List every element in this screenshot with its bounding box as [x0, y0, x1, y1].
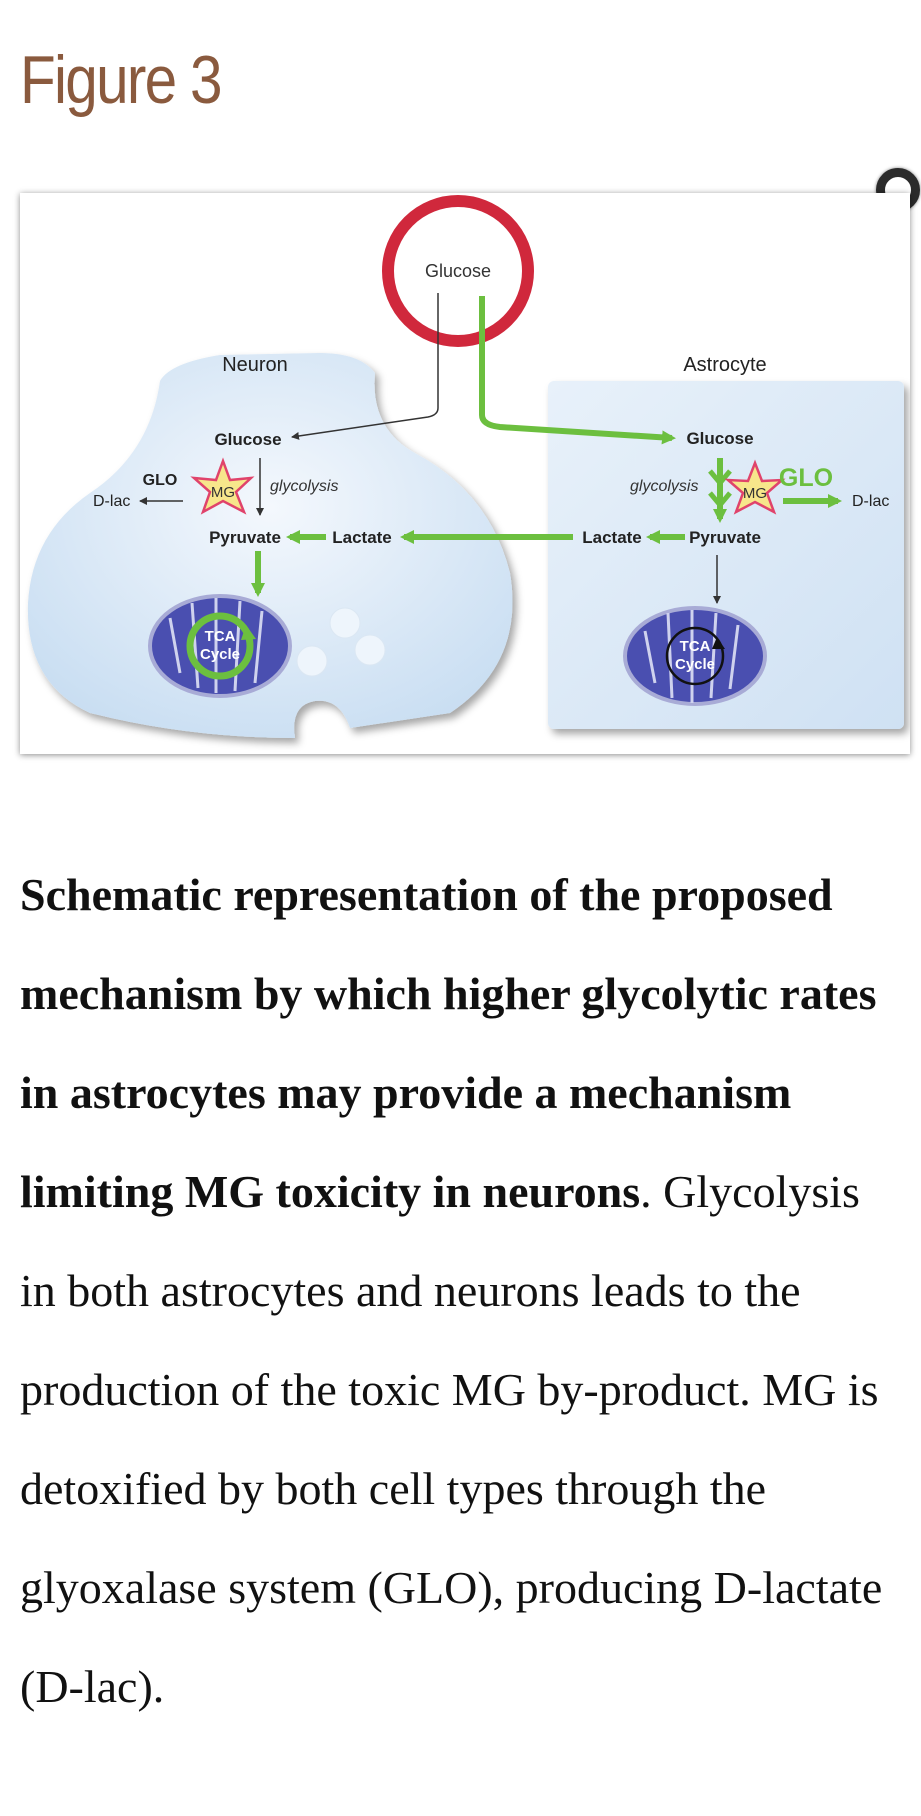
figure-caption: Schematic representation of the proposed… [20, 845, 905, 1736]
glucose-to-astrocyte-arrow [479, 296, 676, 445]
neuron-glucose: Glucose [214, 430, 281, 449]
neuron-lactate: Lactate [332, 528, 392, 547]
neuron-mitochondrion: TCA Cycle [148, 594, 292, 698]
astrocyte-label: Astrocyte [683, 354, 766, 376]
astrocyte-pyruvate: Pyruvate [689, 528, 761, 547]
neuron-mg-star [190, 457, 255, 515]
neuron-glo: GLO [143, 472, 178, 489]
astrocyte-glycolysis-label: glycolysis [630, 478, 698, 495]
neuron-dlac: D-lac [93, 493, 130, 510]
caption-body: . Glycolysis in both astrocytes and neur… [20, 1166, 883, 1712]
neuron-label: Neuron [222, 354, 288, 376]
astrocyte-glucose: Glucose [686, 429, 753, 448]
astrocyte-tca-1: TCA [680, 638, 711, 655]
astrocyte-dlac: D-lac [852, 493, 889, 510]
astrocyte-glo: GLO [779, 464, 833, 492]
astrocyte-mg-star [724, 459, 786, 515]
astrocyte-tca-2: Cycle [675, 656, 715, 673]
metabolism-diagram: Glucose Neuron Astrocyte Glucose glycoly… [27, 195, 904, 738]
neuron-pyruvate: Pyruvate [209, 528, 281, 547]
astrocyte-lactate: Lactate [582, 528, 642, 547]
neuron-tca-2: Cycle [200, 646, 240, 663]
glucose-ring [382, 195, 534, 347]
glucose-to-neuron-arrow [291, 293, 439, 440]
caption-bold: Schematic representation of the proposed… [20, 869, 877, 1217]
neuron-tca-1: TCA [205, 628, 236, 645]
astrocyte-mg: MG [743, 485, 767, 502]
figure-image[interactable]: Glucose Neuron Astrocyte Glucose glycoly… [20, 193, 910, 754]
neuron-mg: MG [211, 484, 235, 501]
neuron-glycolysis-label: glycolysis [270, 478, 338, 495]
astrocyte-mitochondrion: TCA Cycle [623, 606, 767, 706]
glucose-source-label: Glucose [425, 261, 491, 281]
figure-title: Figure 3 [20, 42, 223, 118]
